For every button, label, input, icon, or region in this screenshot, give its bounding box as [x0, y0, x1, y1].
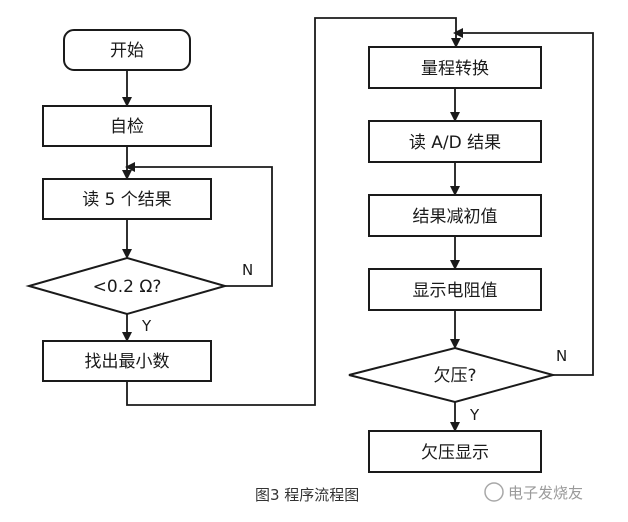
cond-under-no-label: N	[556, 347, 567, 365]
cond-low-yes-label: Y	[141, 317, 152, 335]
subtract-node	[368, 194, 542, 237]
cond-low-no-label: N	[242, 261, 253, 279]
readad-label: 读 A/D 结果	[409, 133, 501, 153]
findmin-label: 找出最小数	[85, 352, 170, 372]
range-label: 量程转换	[421, 59, 489, 79]
underdisp-node	[368, 430, 542, 473]
readad-node	[368, 120, 542, 163]
edge-condunder-no	[453, 28, 594, 376]
edge-condlow-no	[125, 162, 273, 287]
watermark-text: 电子发烧友	[508, 484, 583, 502]
selftest-node	[42, 105, 212, 147]
cond-under-label: 欠压?	[433, 366, 476, 386]
edge-findmin-range	[126, 17, 461, 406]
selftest-label: 自检	[110, 117, 144, 137]
figure-caption: 图3 程序流程图	[255, 486, 359, 504]
cond-low-label: <0.2 Ω?	[93, 277, 162, 297]
display-label: 显示电阻值	[413, 281, 498, 301]
findmin-node	[42, 340, 212, 382]
cond-under-yes-label: Y	[469, 406, 480, 424]
watermark-logo: 电子发烧友	[484, 482, 583, 502]
subtract-label: 结果减初值	[413, 207, 498, 227]
underdisp-label: 欠压显示	[421, 443, 489, 463]
read5-label: 读 5 个结果	[82, 190, 172, 210]
start-label: 开始	[110, 41, 144, 61]
watermark-icon	[484, 482, 504, 502]
